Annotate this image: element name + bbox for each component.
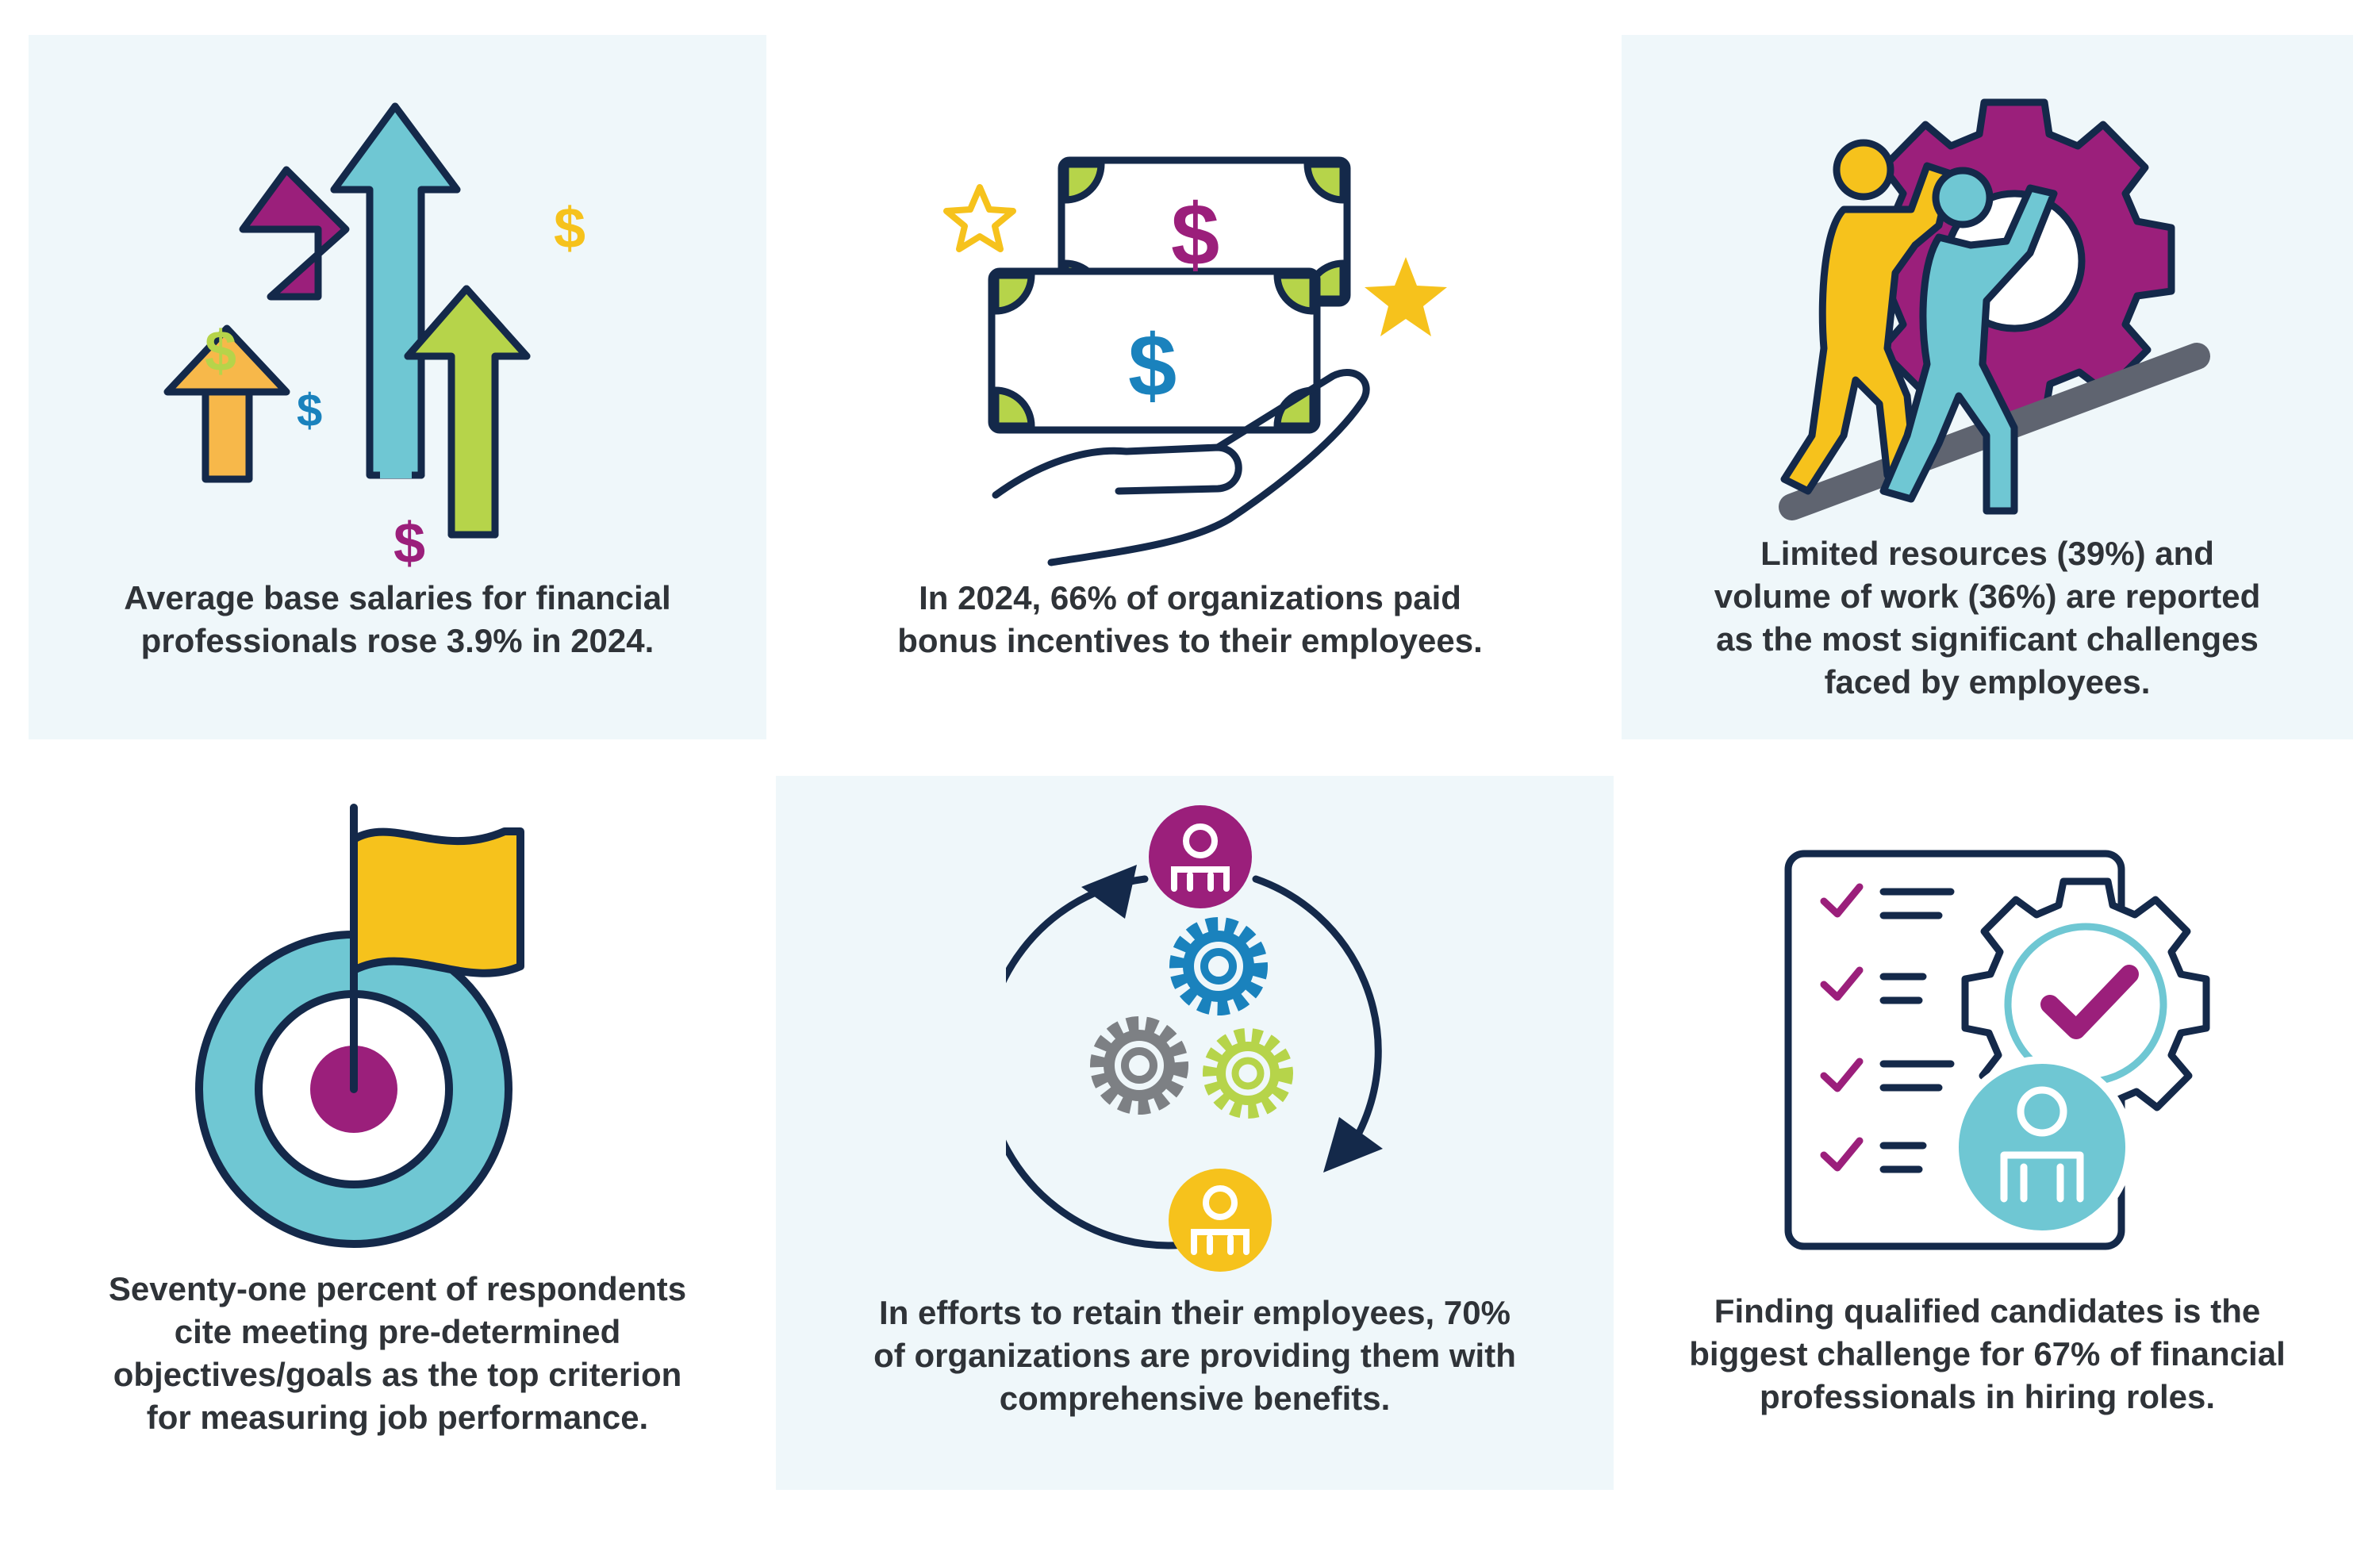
svg-text:$: $ [1171,186,1219,284]
svg-text:$: $ [205,320,236,383]
retention-caption: In efforts to retain their employees, 70… [873,1294,1516,1417]
rising-arrows-dollar-icon: $ $ $ $ [163,102,585,574]
bonus-stat-card: $ $ In 2024, 66% of organizations paid b… [793,35,1587,739]
svg-text:$: $ [393,512,425,574]
hiring-stat-card: Finding qualified candidates is the bigg… [1622,776,2353,1490]
challenges-stat-card: Limited resources (39%) and volume of wo… [1622,35,2353,739]
salary-stat-card: $ $ $ $ Average base salaries for financ… [29,35,766,739]
hand-holding-money-icon: $ $ [943,156,1447,566]
svg-text:$: $ [554,197,585,260]
hiring-checklist-icon [1784,850,2210,1250]
people-pushing-gear-icon [1779,98,2210,520]
salary-caption: Average base salaries for financial prof… [124,579,671,659]
hiring-caption: Finding qualified candidates is the bigg… [1689,1292,2286,1415]
retention-stat-card: In efforts to retain their employees, 70… [776,776,1614,1490]
performance-stat-card: Seventy-one percent of respondents cite … [29,776,766,1490]
svg-text:$: $ [297,385,322,436]
bonus-caption: In 2024, 66% of organizations paid bonus… [897,579,1483,659]
target-flag-icon [195,804,524,1248]
challenges-caption: Limited resources (39%) and volume of wo… [1714,535,2261,701]
svg-text:$: $ [1128,317,1177,415]
performance-caption: Seventy-one percent of respondents cite … [108,1270,687,1436]
employee-retention-cycle-icon [1006,805,1383,1272]
